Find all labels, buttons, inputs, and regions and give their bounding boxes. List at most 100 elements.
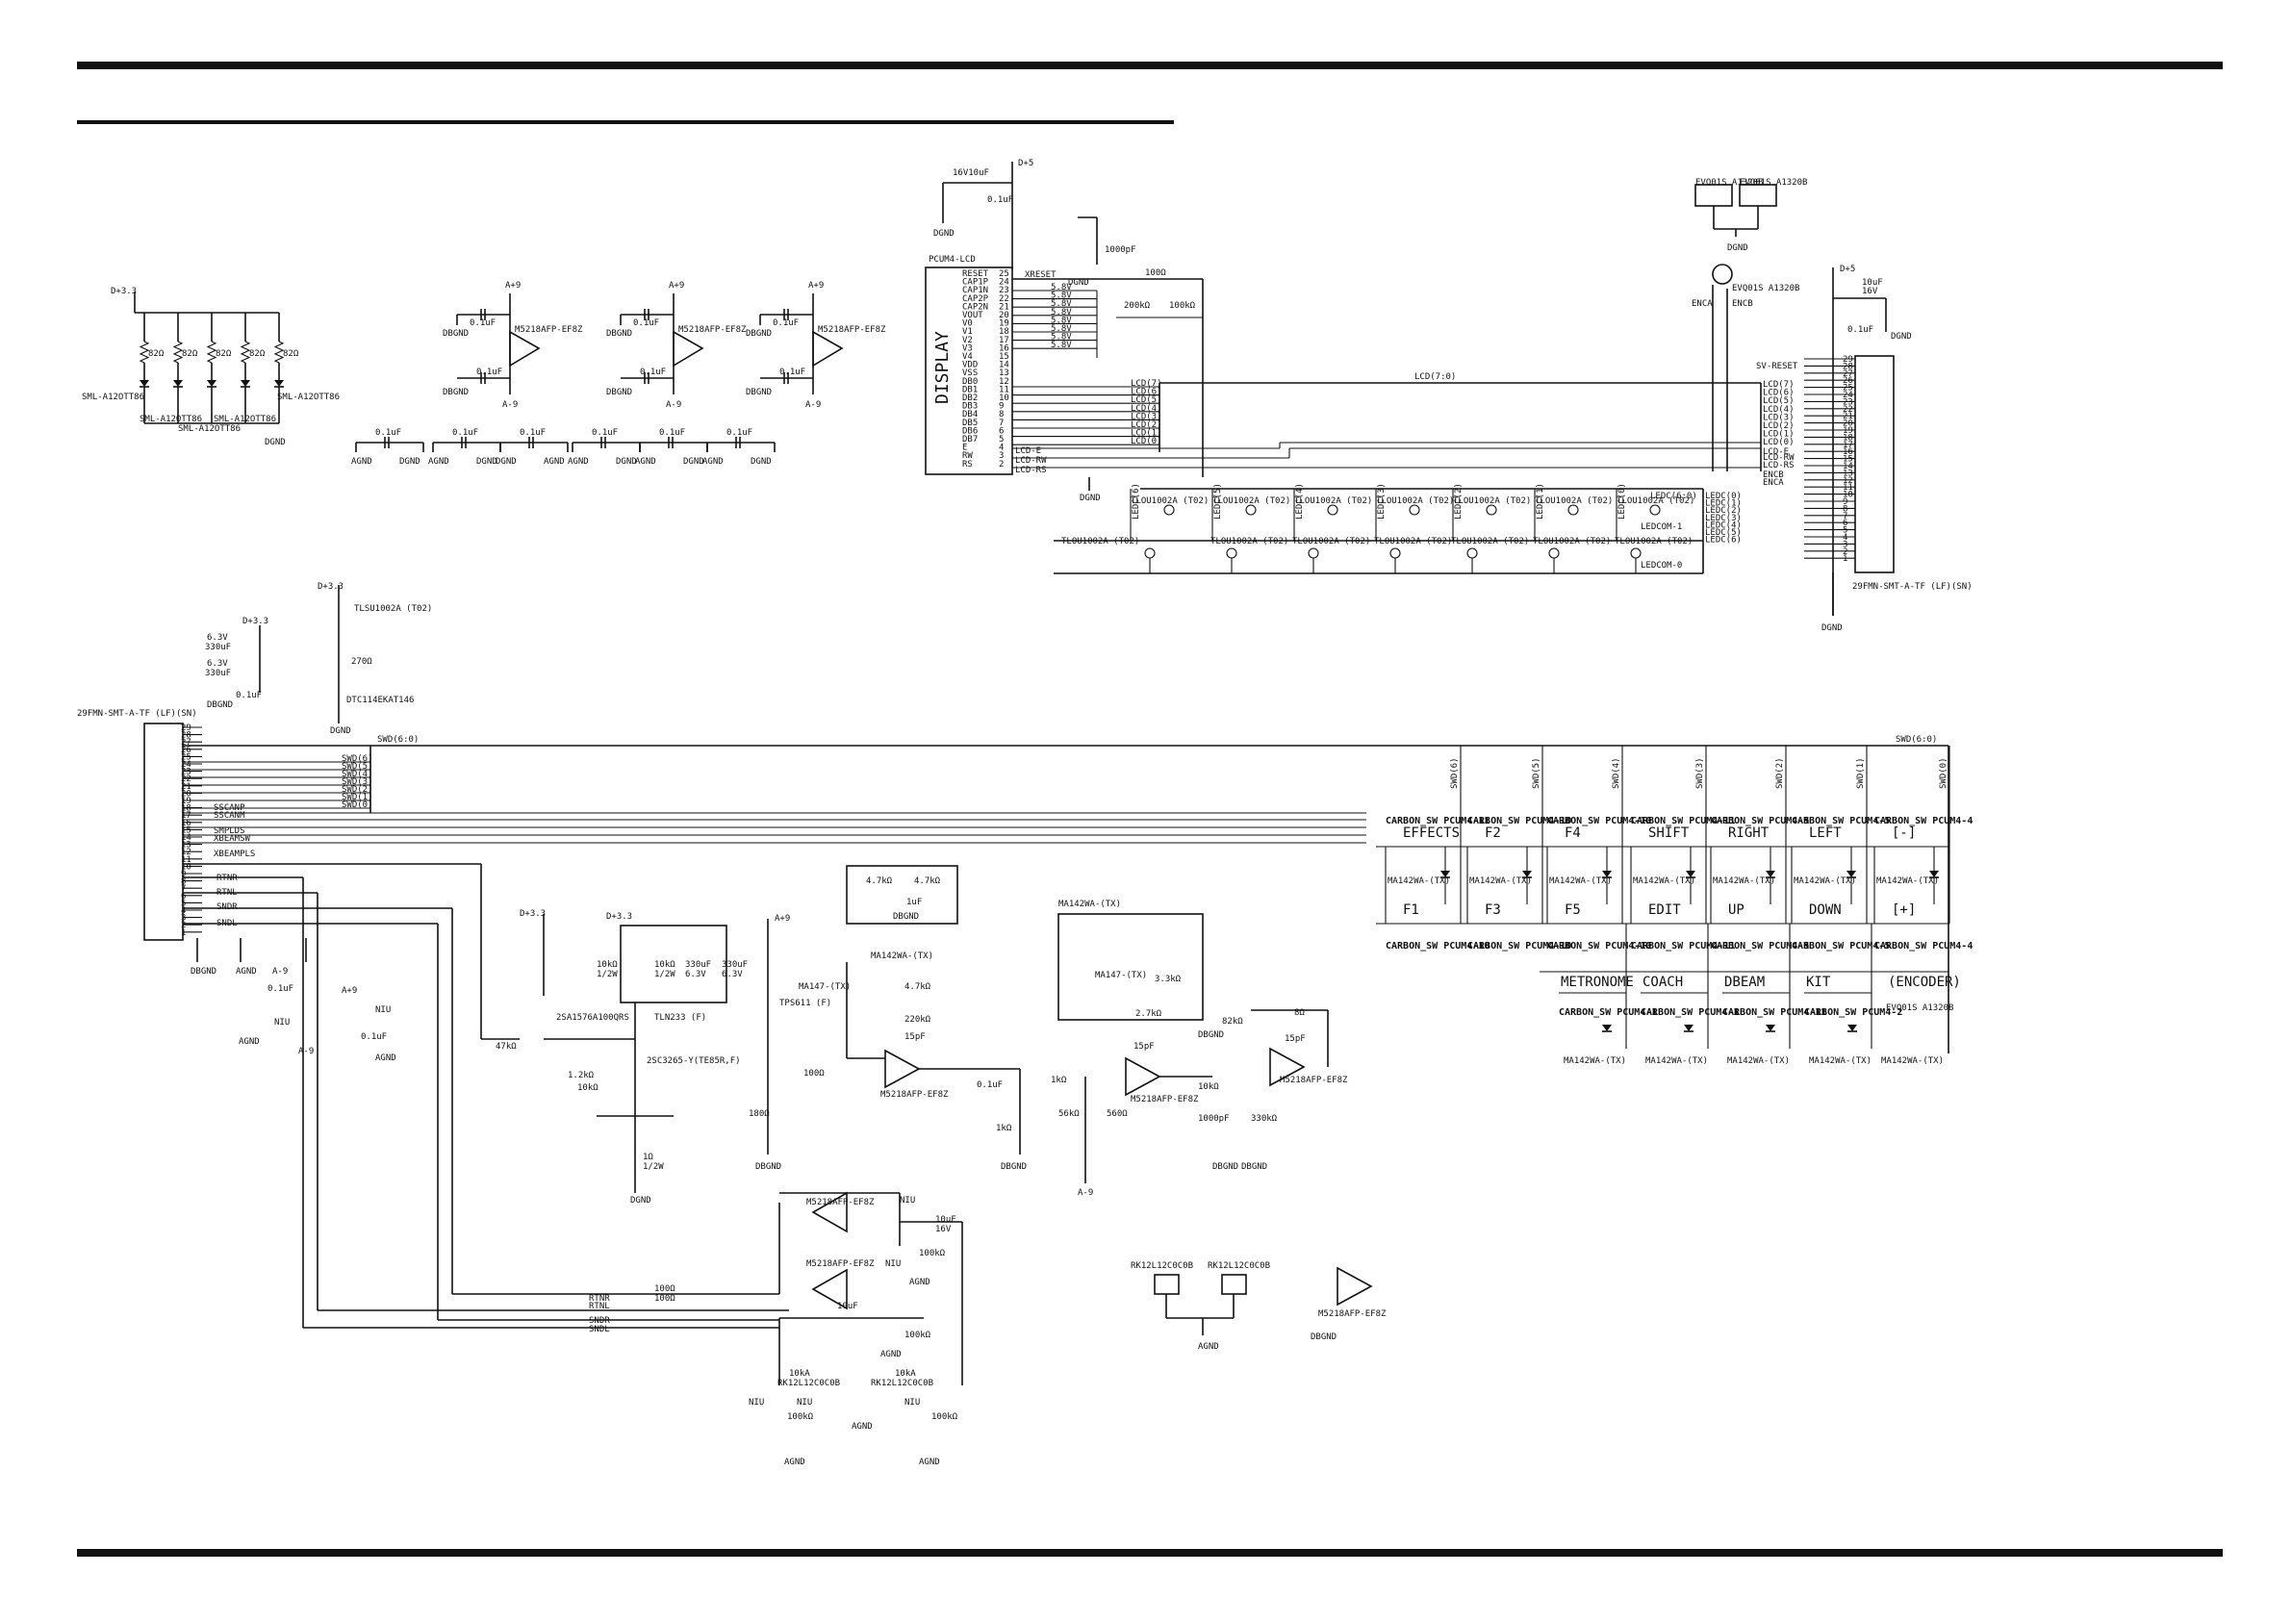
connector-pin-number: 23 <box>1843 397 1853 407</box>
opamp-label: M5218AFP-EF8Z <box>678 325 747 335</box>
res-label: 220kΩ <box>904 1015 931 1025</box>
net-label: SWD(3) <box>342 777 373 787</box>
led-part-label: SML-A12OTT86 <box>178 424 241 434</box>
switch-part-label: CARBON_SW PCUM4-1 <box>1641 1007 1739 1018</box>
net-label: SWD(5) <box>1532 757 1541 789</box>
led-icon <box>1327 504 1338 516</box>
net-label: LCD(1) <box>1763 430 1795 440</box>
diode-icon <box>1522 871 1532 877</box>
led-part-label: SML-A12OTT86 <box>140 415 202 424</box>
diode-icon <box>207 380 216 387</box>
ground-label: AGND <box>919 1458 940 1467</box>
ground-label: DBGND <box>1001 1162 1027 1172</box>
niu-label: NIU <box>274 1018 290 1028</box>
connector-pin-number: 21 <box>1843 412 1853 421</box>
net-label: LCD-E <box>1763 447 1789 457</box>
ground-label: AGND <box>568 457 589 467</box>
switch-part-label: CARBON_SW PCUM4-10 <box>1467 816 1571 826</box>
diode-icon <box>1766 871 1775 877</box>
rail-label: D+3.3 <box>318 582 344 592</box>
connector-pin-number: 16 <box>1843 447 1853 457</box>
connector-pin-number: 8 <box>181 877 186 887</box>
led-icon <box>1630 547 1642 559</box>
cap-label: 330uF <box>205 669 231 678</box>
led-part-label: TLOU1002A (T02) <box>1376 496 1454 506</box>
ground-label: DBGND <box>606 329 632 339</box>
net-label: SSCANM <box>214 811 245 821</box>
lcd-pin-name: DB5 <box>962 419 978 428</box>
net-label: LCD-RW <box>1763 453 1795 463</box>
connector-pin-number: 29 <box>181 723 191 733</box>
res-label: 56kΩ <box>1058 1109 1080 1119</box>
ground-label: AGND <box>1198 1342 1219 1352</box>
lcd-pin-number: 20 <box>999 311 1009 320</box>
net-label: SNDL <box>589 1325 610 1334</box>
led-matrix: TLOU1002A (T02)LEDC(6)TLOU1002A (T02)LED… <box>1054 483 1703 574</box>
diode-label: MA147-(TX) <box>1095 971 1147 980</box>
connector-pin-number: 24 <box>1843 391 1853 400</box>
ground-label: DBGND <box>191 967 216 977</box>
diode-label: MA142WA-(TX) <box>1881 1056 1944 1066</box>
connector-pin-number: 1 <box>1843 554 1847 564</box>
beam-driver-block: D+3.3 2SA1576A100QRS 47kΩ D+3.3 10kΩ 1/2… <box>496 909 748 1205</box>
niu-label: NIU <box>749 1398 764 1408</box>
net-label: ENCA <box>1763 478 1784 488</box>
connector-pin-number: 28 <box>181 731 191 741</box>
net-label: LEDC(4) <box>1295 483 1305 520</box>
key-label-dbeam: DBEAM <box>1724 975 1765 990</box>
diode-label: MA142WA-(TX) <box>1469 876 1532 886</box>
net-label: SSCANP <box>214 803 245 813</box>
net-label: SWD(4) <box>342 770 373 779</box>
res-label: 100Ω <box>654 1294 675 1304</box>
diode-icon <box>1684 1025 1694 1031</box>
net-label: XRESET <box>1025 270 1057 280</box>
net-label: SV-RESET <box>1756 362 1798 371</box>
rail-label: D+5 <box>1840 265 1855 274</box>
net-label: SWD(3) <box>1695 757 1705 789</box>
res-label: 270Ω <box>351 657 372 667</box>
lcd-pin-name: V4 <box>962 352 973 362</box>
cap-label: 1000pF <box>1198 1114 1230 1124</box>
encoder-part-label: EVQ01S A1320B <box>1886 1003 1953 1013</box>
opamp-label: M5218AFP-EF8Z <box>1318 1309 1387 1319</box>
net-label: SNDR <box>216 902 238 912</box>
connector-pin-number: 29 <box>1843 355 1853 365</box>
key-label-f2: F2 <box>1485 825 1501 841</box>
connector-part-label: 29FMN-SMT-A-TF (LF)(SN) <box>1852 582 1973 592</box>
opamp-label: M5218AFP-EF8Z <box>1131 1095 1199 1104</box>
cap-label: 5.8V <box>1051 341 1072 350</box>
opamp-symbol <box>1337 1266 1373 1307</box>
cap-label: 5.8V <box>1051 308 1072 317</box>
switch-part-label: CARBON_SW PCUM4-10 <box>1386 941 1490 952</box>
rail-label: A-9 <box>502 400 518 410</box>
lcd-pin-name: RW <box>962 451 973 461</box>
rail-label: A-9 <box>666 400 681 410</box>
led-icon <box>1486 504 1497 516</box>
lcd-pin-name: CAP1N <box>962 286 988 295</box>
diode-icon <box>1602 1025 1612 1031</box>
lcd-pin-number: 7 <box>999 419 1004 428</box>
net-label: LEDC(3) <box>1377 483 1387 520</box>
opamp-symbol <box>673 330 704 368</box>
net-label: LCD(6) <box>1131 388 1162 397</box>
connector-pin-number: 27 <box>181 738 191 748</box>
net-label: LCD(7) <box>1763 380 1795 390</box>
switch-part-label: CARBON_SW PCUM4-11 <box>1631 816 1735 826</box>
ground-label: DGND <box>751 457 772 467</box>
ground-label: DGND <box>1821 623 1843 633</box>
net-label: LEDC(6) <box>1132 483 1141 520</box>
diode-label: MA142WA-(TX) <box>1645 1056 1708 1066</box>
cap-label: 5.8V <box>1051 333 1072 343</box>
lcd-pin-name: DB1 <box>962 385 978 394</box>
right-connector-body <box>1854 355 1895 573</box>
lcd-pin-name: VSS <box>962 368 978 378</box>
cap-label: 0.1uF <box>987 195 1013 205</box>
net-label: SMPLDS <box>214 826 245 836</box>
net-label: LCD(5) <box>1763 396 1795 406</box>
diode-icon <box>241 380 250 387</box>
lcd-pin-number: 9 <box>999 402 1004 412</box>
lcd-pin-name: CAP1P <box>962 278 989 288</box>
opamp-supply-block: A+9M5218AFP-EF8Z0.1uFDBGND0.1uFDBGNDA-9A… <box>443 281 886 410</box>
ground-label: DGND <box>630 1196 651 1205</box>
